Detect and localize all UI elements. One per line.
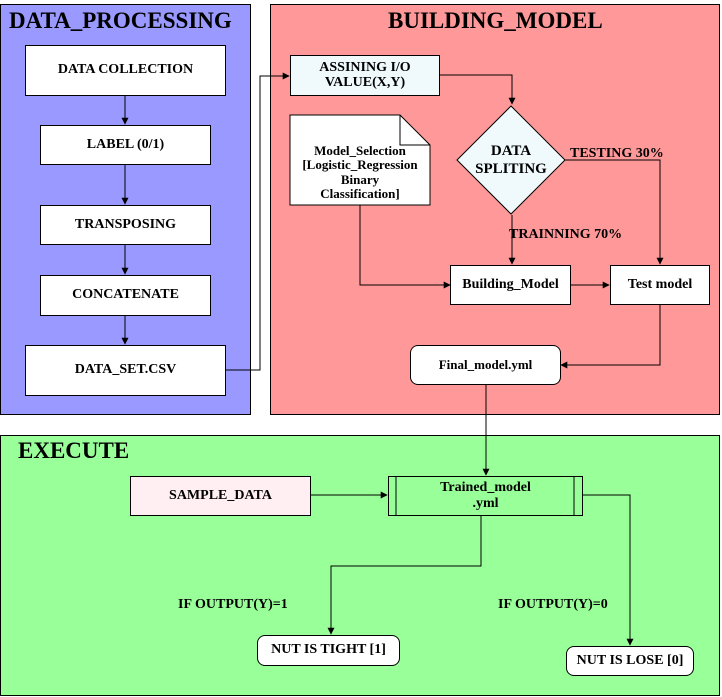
model-selection-label-2: [Logistic_Regression (302, 157, 418, 173)
assigning-io-node: ASSINING I/O VALUE(X,Y) (290, 55, 440, 96)
concatenate-label: CONCATENATE (72, 287, 179, 303)
assigning-label-1: ASSINING I/O (319, 59, 411, 75)
concatenate-node: CONCATENATE (40, 275, 211, 316)
model-selection-label-3: Binary (340, 171, 380, 187)
sample-data-node: SAMPLE_DATA (130, 476, 311, 516)
nut-tight-label: NUT IS TIGHT [1] (271, 642, 386, 658)
nut-lose-label: NUT IS LOSE [0] (576, 652, 684, 668)
building-model-title: BUILDING_MODEL (388, 8, 603, 33)
label-node: LABEL (0/1) (40, 125, 211, 165)
testing-edge-label: TESTING 30% (570, 146, 664, 161)
edge-selection-building (359, 205, 451, 289)
model-selection-note-shape (289, 114, 431, 206)
test-model-node: Test model (610, 265, 710, 305)
training-edge-label: TRAINNING 70% (509, 227, 623, 242)
final-model-node: Final_model.yml (410, 345, 561, 385)
trained-model-node: Trained_model .yml (388, 476, 583, 516)
data-processing-title: DATA_PROCESSING (9, 8, 232, 33)
edge-spliting-test (563, 159, 664, 265)
data-spliting-label-2: SPLITING (475, 161, 547, 177)
trained-model-label-2: .yml (472, 496, 499, 511)
edge-trained-tight (327, 516, 482, 635)
assigning-label-2: VALUE(X,Y) (324, 74, 406, 90)
data-spliting-node: DATA SPLITING (466, 138, 556, 182)
data-collection-node: DATA COLLECTION (25, 45, 226, 96)
test-model-label: Test model (627, 276, 693, 292)
data-set-node: DATA_SET.CSV (25, 345, 226, 396)
transposing-label: TRANSPOSING (74, 216, 177, 232)
building-model-label: Building_Model (462, 276, 559, 292)
data-spliting-label-1: DATA (490, 143, 532, 159)
data-spliting-diamond (456, 105, 566, 215)
execute-title: EXECUTE (18, 438, 130, 463)
data-collection-label: DATA COLLECTION (57, 62, 194, 78)
building-model-node: Building_Model (450, 265, 571, 305)
output-0-edge-label: IF OUTPUT(Y)=0 (498, 597, 608, 612)
label-node-label: LABEL (0/1) (86, 136, 165, 152)
edge-assigning-spliting (440, 74, 516, 105)
model-selection-label-1: Model_Selection (314, 143, 406, 159)
nut-tight-node: NUT IS TIGHT [1] (257, 635, 400, 666)
transposing-node: TRANSPOSING (40, 205, 211, 245)
edge-test-final (560, 305, 661, 369)
sample-data-label: SAMPLE_DATA (169, 487, 272, 503)
nut-lose-node: NUT IS LOSE [0] (566, 646, 694, 676)
data-set-label: DATA_SET.CSV (74, 362, 177, 378)
model-selection-label-4: Classification] (320, 185, 400, 201)
model-selection-node: Model_Selection [Logistic_Regression Bin… (290, 140, 430, 205)
output-1-edge-label: IF OUTPUT(Y)=1 (178, 597, 288, 612)
edge-dataset-assigning (226, 72, 290, 371)
final-model-label: Final_model.yml (438, 357, 533, 373)
trained-model-label-1: Trained_model (440, 479, 531, 495)
edge-trained-lose (583, 494, 634, 646)
